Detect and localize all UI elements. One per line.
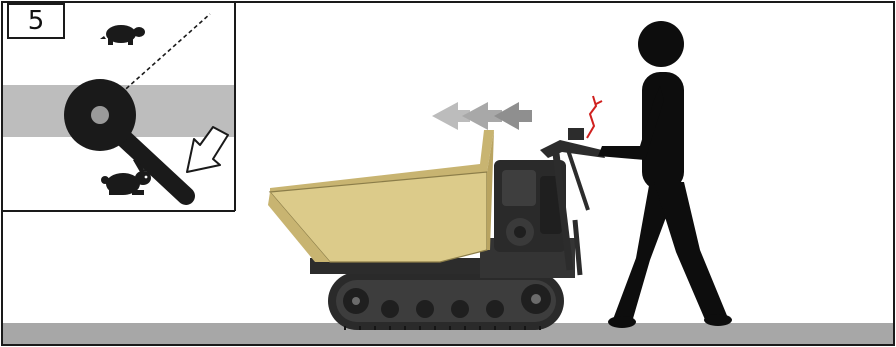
step-number: 5 [8, 4, 64, 38]
operator-head [638, 21, 684, 67]
